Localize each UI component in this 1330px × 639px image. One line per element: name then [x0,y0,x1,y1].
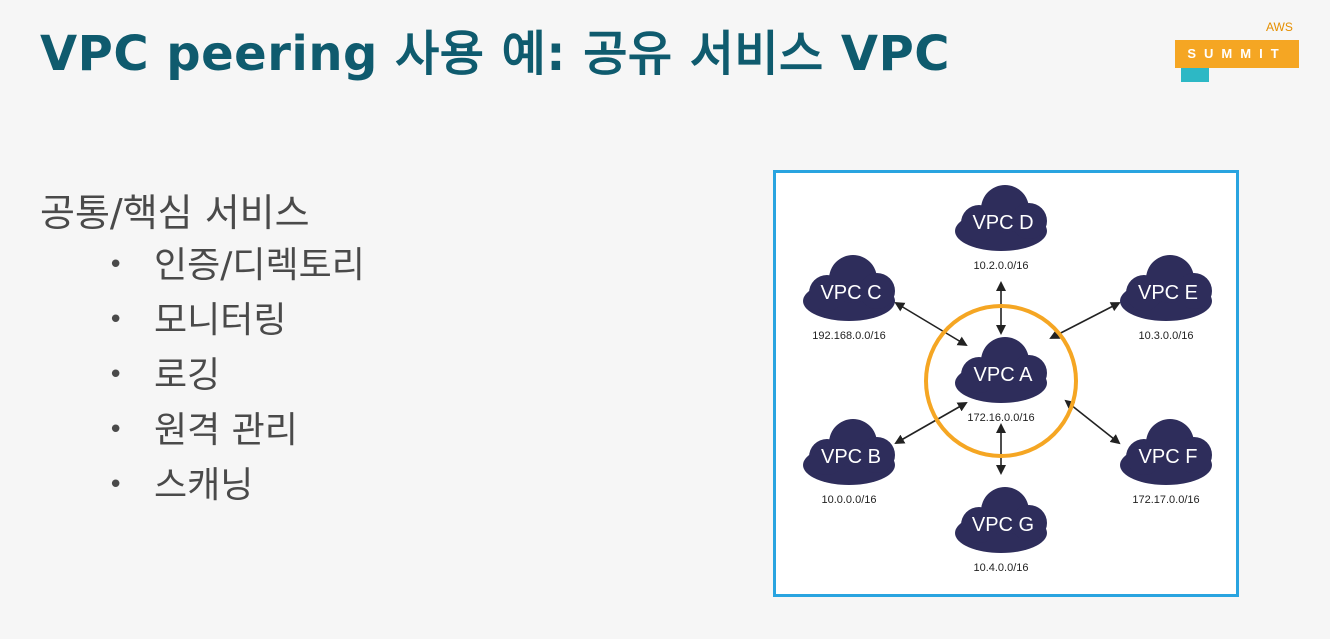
bullet-dot-icon: • [108,250,124,280]
vpc-node-g: VPC G 10.4.0.0/16 [955,487,1047,574]
vpc-name-label: VPC B [821,446,881,468]
list-item-label: 로깅 [154,355,221,396]
bullet-dot-icon: • [108,305,124,335]
vpc-node-b: VPC B 10.0.0.0/16 [803,419,895,506]
vpc-name-label: VPC C [820,282,881,304]
vpc-node-a: VPC A 172.16.0.0/16 [955,337,1047,424]
vpc-node-f: VPC F 172.17.0.0/16 [1120,419,1212,506]
bullet-dot-icon: • [108,470,124,500]
vpc-cidr-label: 10.0.0.0/16 [821,494,876,506]
list-item-label: 스캐닝 [154,465,254,506]
list-item-label: 인증/디렉토리 [154,245,365,286]
vpc-cidr-label: 172.17.0.0/16 [1132,494,1199,506]
vpc-name-label: VPC E [1138,282,1198,304]
peering-arrow [894,402,968,444]
logo-bar: SUMMIT [1175,40,1299,68]
peering-arrow [1064,399,1121,445]
vpc-cidr-label: 10.3.0.0/16 [1138,330,1193,342]
vpc-cidr-label: 10.2.0.0/16 [973,260,1028,272]
peering-arrow [894,301,968,347]
vpc-node-d: VPC D 10.2.0.0/16 [955,185,1047,272]
bullet-dot-icon: • [108,360,124,390]
vpc-node-c: VPC C 192.168.0.0/16 [803,255,895,342]
vpc-cidr-label: 172.16.0.0/16 [967,412,1034,424]
peering-arrow [1049,302,1121,339]
vpc-name-label: VPC A [974,364,1034,386]
peering-arrows [894,281,1121,475]
services-heading: 공통/핵심 서비스 [40,191,310,235]
logo-summit-text: SUMMIT [1187,46,1287,61]
logo-aws-text: AWS [1266,20,1293,34]
vpc-name-label: VPC G [972,514,1034,536]
logo-teal-block [1181,68,1209,82]
list-item-label: 모니터링 [154,300,287,341]
list-item-label: 원격 관리 [154,410,298,451]
bullet-dot-icon: • [108,415,124,445]
vpc-node-e: VPC E 10.3.0.0/16 [1120,255,1212,342]
vpc-cidr-label: 10.4.0.0/16 [973,562,1028,574]
vpc-name-label: VPC F [1139,446,1198,468]
vpc-name-label: VPC D [972,212,1033,234]
slide-title: VPC peering 사용 예: 공유 서비스 VPC [40,26,950,82]
vpc-cidr-label: 192.168.0.0/16 [812,330,885,342]
hub-highlight-ring [924,304,1078,458]
